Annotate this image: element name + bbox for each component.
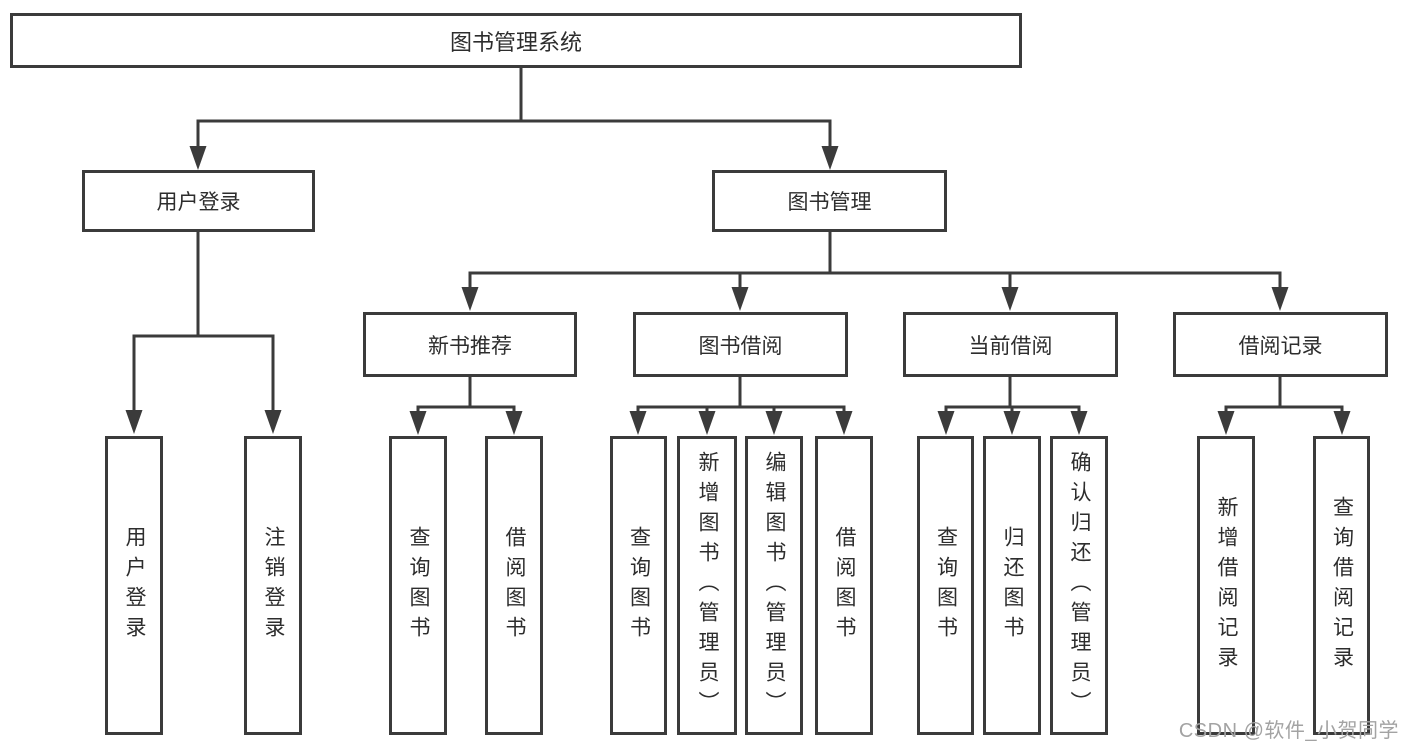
leaf-bb-query-book: 查询图书: [610, 436, 667, 735]
node-label: 新增图书（管理员）: [696, 450, 719, 721]
node-label: 编辑图书（管理员）: [763, 450, 786, 721]
node-label: 查询图书: [407, 525, 430, 646]
node-new-book-recommend: 新书推荐: [363, 312, 577, 377]
node-book-borrow: 图书借阅: [633, 312, 848, 377]
connector-user-login-children: [125, 232, 282, 434]
node-label: 借阅图书: [503, 525, 526, 646]
watermark: CSDN @软件_小贺同学: [1178, 720, 1399, 742]
node-label: 当前借阅: [968, 334, 1053, 358]
node-label: 图书借阅: [698, 334, 783, 358]
leaf-bb-edit-book-admin: 编辑图书（管理员）: [745, 436, 803, 735]
leaf-br-add-record: 新增借阅记录: [1197, 436, 1255, 735]
node-current-borrow: 当前借阅: [903, 312, 1118, 377]
node-label: 新增借阅记录: [1215, 495, 1238, 676]
connector-new-book-children: [409, 377, 523, 435]
leaf-nb-borrow-book: 借阅图书: [485, 436, 543, 735]
node-label: 确认归还（管理员）: [1068, 450, 1091, 721]
leaf-bb-borrow-book: 借阅图书: [815, 436, 873, 735]
leaf-cb-query-book: 查询图书: [917, 436, 974, 735]
leaf-logout-login: 注销登录: [244, 436, 302, 735]
node-book-management: 图书管理: [712, 170, 947, 232]
node-borrow-record: 借阅记录: [1173, 312, 1388, 377]
node-label: 图书管理系统: [449, 29, 582, 55]
connector-current-borrow-children: [937, 377, 1088, 435]
node-label: 用户登录: [123, 525, 146, 646]
node-label: 借阅记录: [1238, 334, 1323, 358]
leaf-cb-return-book: 归还图书: [983, 436, 1041, 735]
node-label: 新书推荐: [428, 334, 512, 358]
connector-root-to-level2: [189, 68, 839, 170]
node-root: 图书管理系统: [10, 13, 1022, 68]
node-label: 查询借阅记录: [1330, 495, 1354, 676]
node-label: 归还图书: [1001, 525, 1024, 646]
leaf-nb-query-book: 查询图书: [389, 436, 447, 735]
node-label: 用户登录: [156, 191, 241, 214]
leaf-cb-confirm-return-admin: 确认归还（管理员）: [1050, 436, 1108, 735]
node-user-login: 用户登录: [82, 170, 315, 232]
connector-book-borrow-children: [629, 377, 853, 435]
connector-book-management-children: [461, 232, 1289, 311]
node-label: 注销登录: [262, 525, 285, 646]
node-label: 查询图书: [934, 525, 958, 646]
node-label: 借阅图书: [833, 525, 856, 646]
node-label: 图书管理: [787, 191, 872, 214]
leaf-bb-add-book-admin: 新增图书（管理员）: [677, 436, 737, 735]
leaf-user-login: 用户登录: [105, 436, 163, 735]
connector-borrow-record-children: [1217, 377, 1351, 435]
node-label: 查询图书: [627, 525, 651, 646]
leaf-br-query-record: 查询借阅记录: [1313, 436, 1370, 735]
